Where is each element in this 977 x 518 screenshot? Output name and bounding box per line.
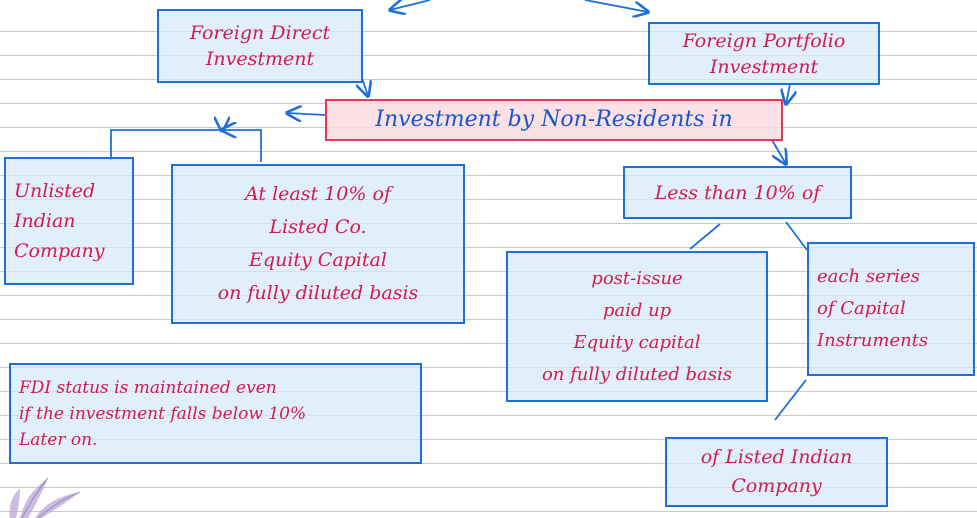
unlisted-box: Unlisted Indian Company (4, 157, 134, 285)
lessthan-box: Less than 10% of (623, 166, 852, 219)
line-lessthan-to-eachseries (785, 221, 808, 251)
arrow-center-left (287, 113, 326, 115)
atleast-box: At least 10% of Listed Co. Equity Capita… (171, 164, 465, 324)
line-lessthan-to-postissue (689, 223, 721, 250)
arrow-top-left (390, 0, 431, 10)
fpi-box: Foreign Portfolio Investment (648, 22, 880, 85)
center-box: Investment by Non-Residents in (325, 99, 783, 141)
fdi-status-box: FDI status is maintained even if the inv… (9, 363, 422, 464)
line-eachseries-to-listed (774, 379, 807, 421)
fdi-box: Foreign Direct Investment (157, 9, 363, 83)
arrow-center-to-lessthan (771, 139, 786, 164)
listed-box: of Listed Indian Company (665, 437, 888, 507)
arrow-top-right (584, 0, 648, 12)
arrow-fpi-to-center (786, 83, 790, 104)
eachseries-box: each series of Capital Instruments (807, 242, 975, 376)
postissue-box: post-issue paid up Equity capital on ful… (506, 251, 768, 402)
